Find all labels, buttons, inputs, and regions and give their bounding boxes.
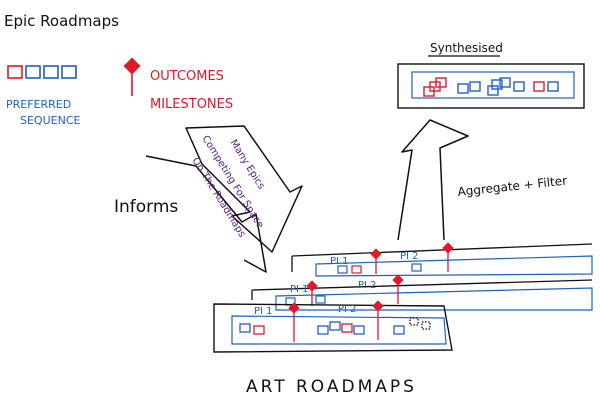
informs-arrow-icon [145, 125, 303, 273]
synthesised-label: Synthesised [430, 41, 503, 55]
legend-sequence-label: SEQUENCE [20, 114, 81, 127]
pi1-label-front: PI 1 [254, 306, 273, 317]
title: Epic Roadmaps [4, 12, 119, 30]
pi1-label-back: PI 1 [330, 256, 349, 267]
legend-milestones-label: MILESTONES [150, 97, 233, 112]
legend-sequence-icon [7, 65, 77, 79]
art-roadmap-front: PI 1 PI 2 [213, 300, 453, 353]
art-roadmap-back: PI 1 PI 2 [291, 242, 593, 277]
pi2-label-back: PI 2 [400, 251, 419, 262]
pi1-label-middle: PI 1 [290, 284, 309, 295]
aggregate-filter-label: Aggregate + Filter [457, 174, 568, 199]
pi2-label-front: PI 2 [338, 304, 357, 315]
informs-label: Informs [114, 197, 178, 217]
pi2-label-middle: PI 2 [358, 280, 377, 291]
art-roadmap-middle: PI 1 PI 2 [251, 274, 593, 311]
legend-milestone-pin-icon [123, 57, 141, 96]
aggregate-arrow-icon [397, 119, 469, 241]
synthesised-roadmap [397, 63, 585, 109]
legend-preferred-label: PREFERRED [6, 98, 71, 111]
art-roadmaps-label: ART ROADMAPS [246, 377, 417, 397]
legend-outcomes-label: OUTCOMES [150, 69, 224, 84]
